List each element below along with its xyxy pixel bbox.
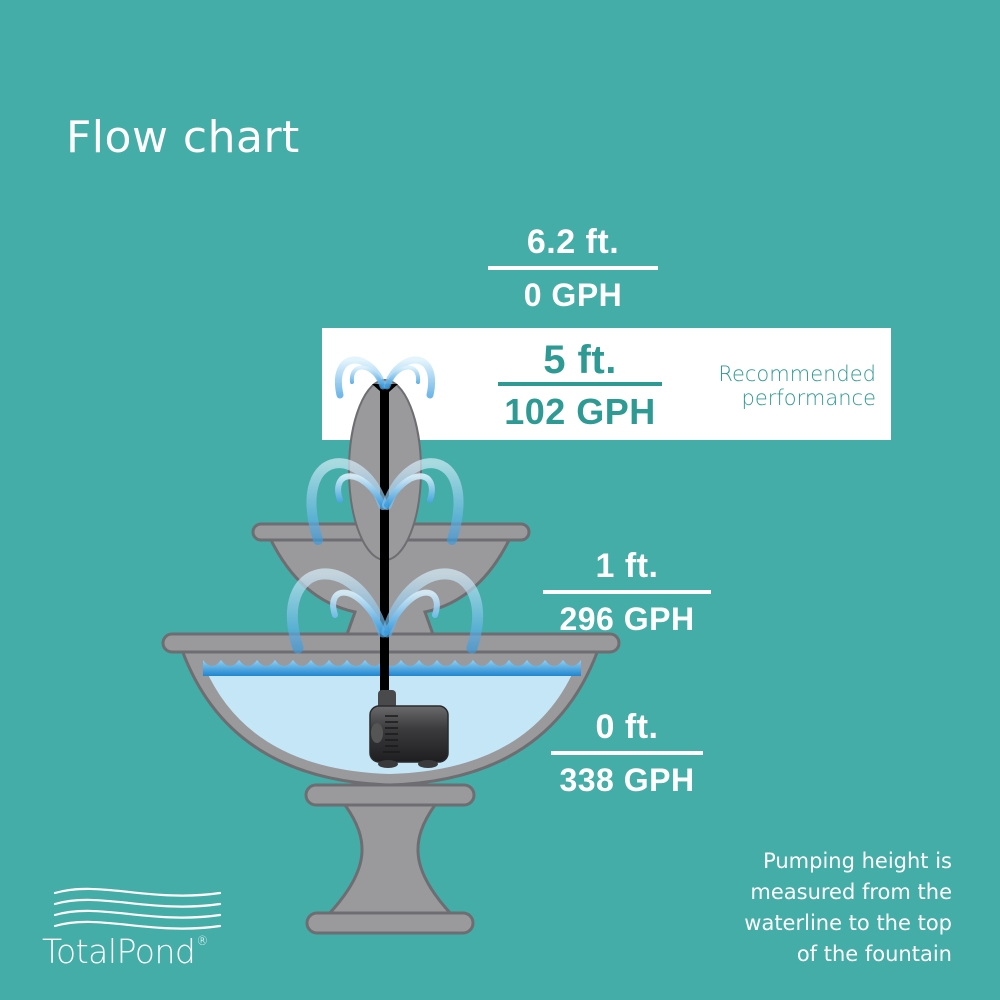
water-spray-top [334, 356, 436, 399]
label-recommended: 5 ft. 102 GPH [482, 338, 678, 432]
flow-value: 0 GPH [523, 277, 623, 313]
water-spray-bottom [287, 568, 483, 654]
footnote: Pumping height is measured from the wate… [744, 849, 952, 966]
brand-name: TotalPond [42, 932, 196, 971]
height-value: 6.2 ft. [526, 223, 620, 261]
height-value: 5 ft. [543, 338, 617, 382]
water-waves [203, 660, 581, 676]
waves-logo-icon [53, 887, 222, 930]
divider [551, 751, 703, 755]
water-spray-middle [306, 458, 464, 545]
registered-mark: ® [196, 934, 208, 948]
divider [498, 382, 662, 386]
recommended-note: Recommended performance [718, 362, 876, 410]
brand-logo: TotalPond® [42, 932, 208, 971]
pump-tube [380, 384, 389, 704]
submersible-pump [369, 690, 449, 768]
flow-value: 296 GPH [559, 601, 695, 637]
label-1ft: 1 ft. 296 GPH [543, 546, 711, 638]
flow-value: 338 GPH [559, 762, 695, 798]
divider [543, 590, 711, 594]
height-value: 0 ft. [595, 708, 659, 746]
height-value: 1 ft. [595, 547, 659, 585]
flow-value: 102 GPH [504, 391, 656, 432]
label-0ft: 0 ft. 338 GPH [543, 707, 711, 799]
pedestal [304, 783, 476, 935]
divider [488, 266, 658, 270]
page-title: Flow chart [66, 112, 300, 163]
label-max-height: 6.2 ft. 0 GPH [488, 222, 658, 314]
